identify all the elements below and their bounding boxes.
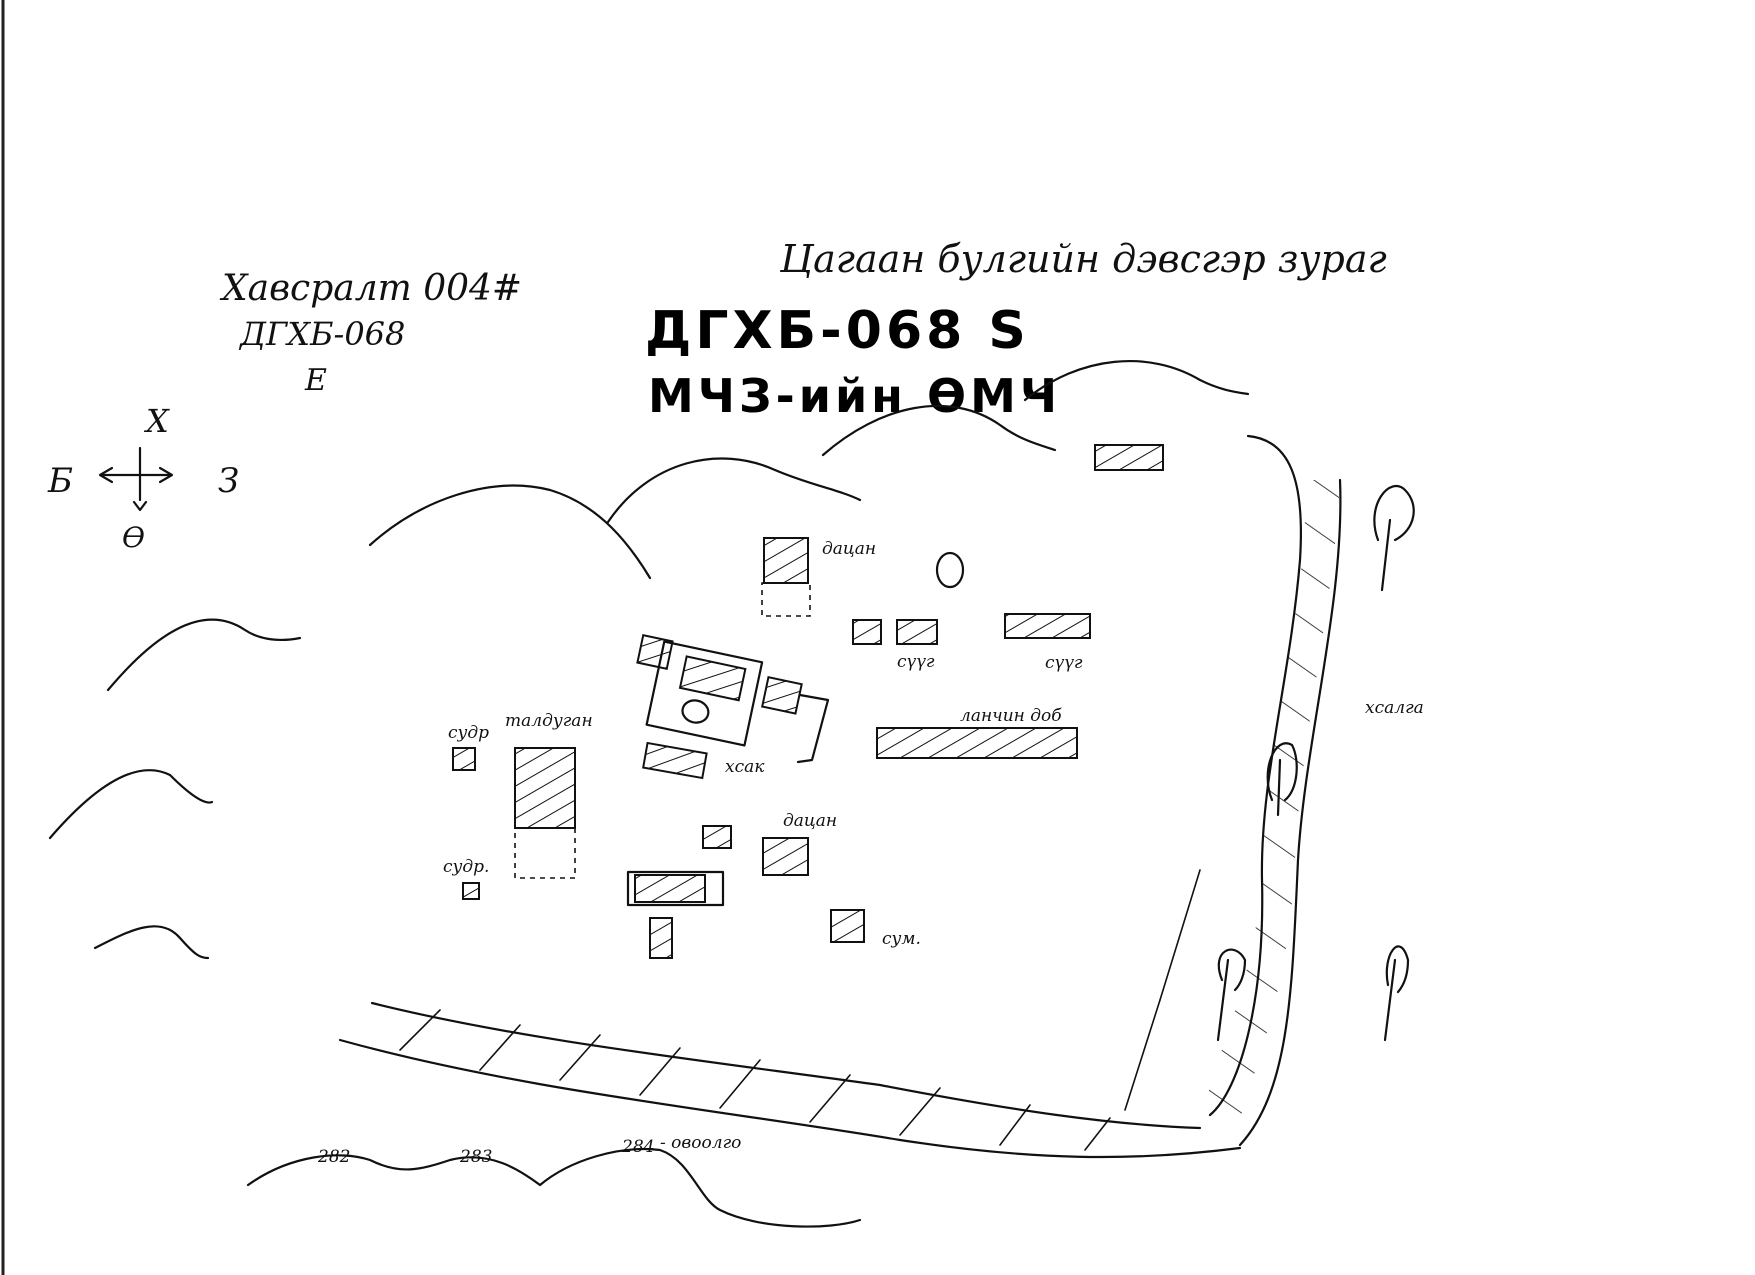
building-dayan-bottom <box>762 837 809 876</box>
sudr-top-label: судр <box>448 723 489 743</box>
building-khsak <box>642 741 708 780</box>
trees <box>1216 484 1415 1042</box>
building-lanchin <box>876 727 1078 759</box>
dayan-bottom-label: дацан <box>783 811 837 831</box>
mark-282: 282 <box>317 1147 350 1167</box>
suug-label-1: сүүг <box>897 652 935 672</box>
compass-north: Х <box>143 402 170 440</box>
compass-east: З <box>218 461 239 501</box>
mark-283: 283 <box>459 1147 492 1167</box>
note-left-line1: Хавсралт 004# <box>219 268 522 309</box>
sum-label: сум. <box>882 929 921 949</box>
suug-label-2: сүүг <box>1045 653 1083 673</box>
buildings: дацан сүүг сүүг ланчин доб хсак судр тал… <box>443 444 1164 959</box>
compass-west: Б <box>47 461 73 501</box>
building-dayan-top <box>763 537 809 584</box>
lanchin-label: ланчин доб <box>960 706 1062 726</box>
taldugan-label: талдуган <box>505 711 593 731</box>
circle-structure <box>935 551 965 589</box>
khsak-label: хсак <box>725 757 765 777</box>
road <box>338 869 1242 1159</box>
hills <box>48 360 1250 960</box>
khsalga-label: хсалга <box>1365 698 1424 718</box>
sudr-bottom-label: судр. <box>443 857 489 877</box>
ovoo-label: - овоолго <box>660 1133 741 1153</box>
dayan-top-label: дацан <box>822 539 876 559</box>
compass-south: Ө <box>122 521 145 554</box>
note-left-line3: Е <box>304 363 327 398</box>
note-top-right: Цагаан булгийн дэвсгэр зураг <box>779 237 1387 281</box>
note-left-line2: ДГХБ-068 <box>238 315 405 353</box>
building-sum <box>830 909 865 943</box>
river <box>1200 434 1342 1147</box>
map-title: ДГХБ-068 S <box>645 301 1030 361</box>
map-subtitle: МЧЗ-ийн ӨМЧ <box>648 369 1061 423</box>
bottom-ridge <box>246 1148 862 1228</box>
building-taldugan <box>514 747 576 829</box>
building-ne <box>1094 444 1164 471</box>
mark-284: 284 <box>621 1137 654 1157</box>
central-building <box>645 640 764 747</box>
compass: Х Б З Ө <box>47 402 239 554</box>
